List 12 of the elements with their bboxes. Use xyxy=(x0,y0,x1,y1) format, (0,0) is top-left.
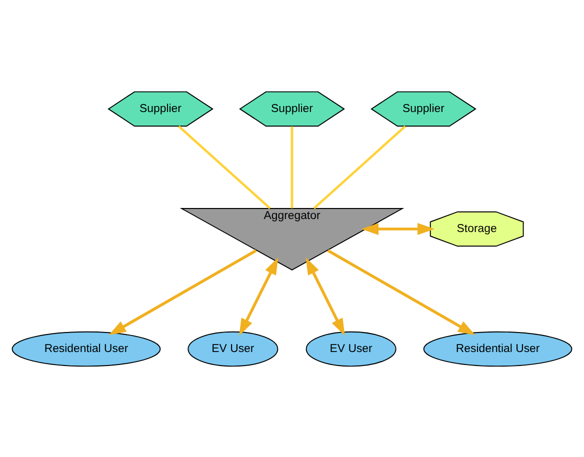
arrow xyxy=(239,256,278,336)
connector xyxy=(290,126,294,208)
arrow xyxy=(361,222,435,235)
node-ellipse: Residential User xyxy=(12,330,161,366)
connector xyxy=(178,124,271,209)
node-ellipse: Residential User xyxy=(423,330,572,366)
node-ellipse: EV User xyxy=(306,330,396,366)
arrow xyxy=(108,248,257,335)
node-ellipse: EV User xyxy=(188,330,278,366)
arrow xyxy=(327,248,476,335)
arrow xyxy=(306,256,345,336)
connector xyxy=(313,124,406,209)
